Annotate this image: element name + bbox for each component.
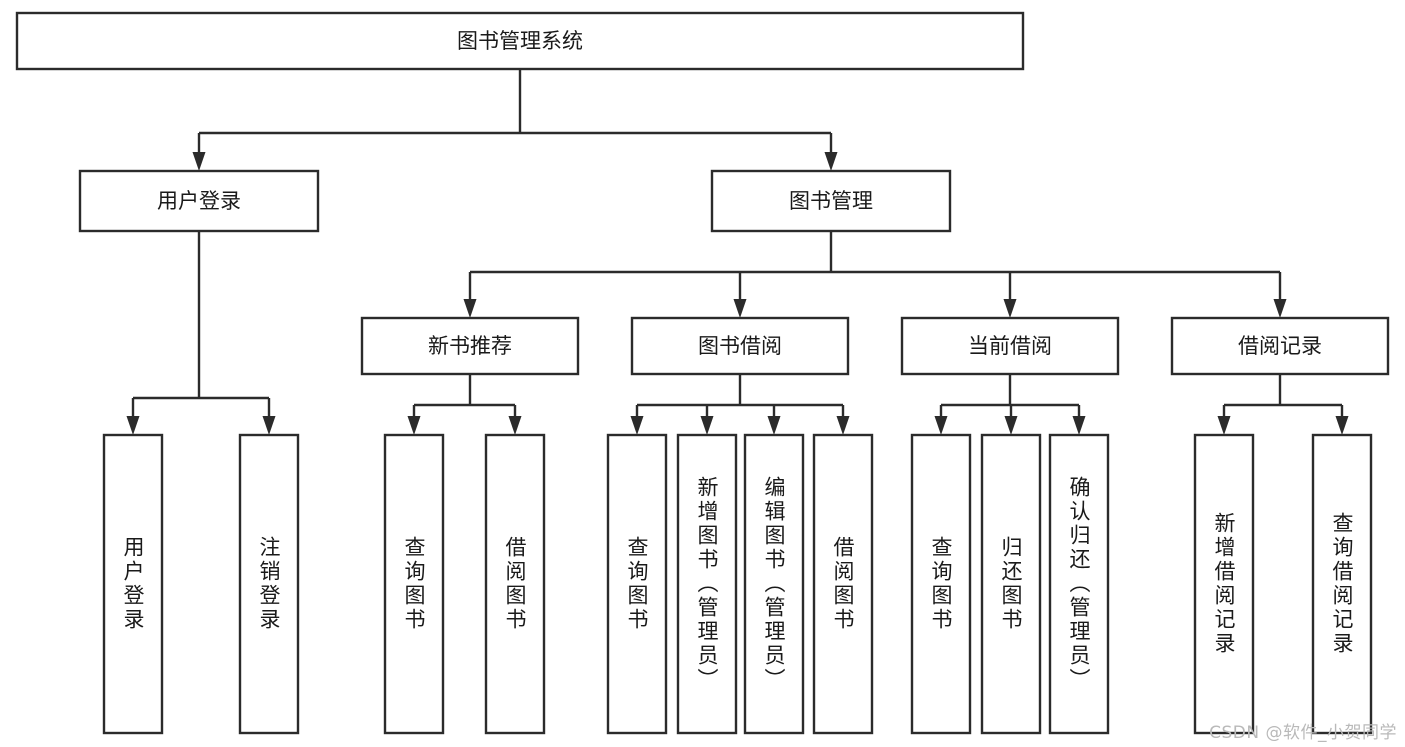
node-box-当前借阅[interactable] <box>900 316 1120 376</box>
leaf-box-查询图书[interactable] <box>910 433 972 735</box>
arrow-head-icon <box>934 416 948 435</box>
leaf-box-借阅图书[interactable] <box>812 433 874 735</box>
node-label-当前借阅: 当前借阅 <box>968 334 1052 358</box>
arrow-head-icon <box>767 416 781 435</box>
arrow-head-icon <box>407 416 421 435</box>
node-box-新书推荐[interactable] <box>360 316 580 376</box>
node-label-新书推荐: 新书推荐 <box>428 334 512 358</box>
root-label-图书管理系统: 图书管理系统 <box>457 29 583 53</box>
arrow-head-icon <box>262 416 276 435</box>
leaf-box-新增借阅记录[interactable] <box>1193 433 1255 735</box>
leaf-box-编辑图书管理员[interactable] <box>743 433 805 735</box>
csdn-watermark: CSDN @软件_小贺同学 <box>1209 723 1397 743</box>
arrow-head-icon <box>824 152 838 171</box>
leaf-box-查询图书[interactable] <box>383 433 445 735</box>
arrow-head-icon <box>1217 416 1231 435</box>
arrow-head-icon <box>1273 299 1287 318</box>
edges-layer <box>126 69 1349 435</box>
leaf-box-用户登录[interactable] <box>102 433 164 735</box>
leaf-box-确认归还管理员[interactable] <box>1048 433 1110 735</box>
node-label-图书借阅: 图书借阅 <box>698 334 782 358</box>
node-box-借阅记录[interactable] <box>1170 316 1390 376</box>
boxes-layer <box>15 11 1390 735</box>
arrow-head-icon <box>700 416 714 435</box>
arrow-head-icon <box>1004 416 1018 435</box>
leaf-box-新增图书管理员[interactable] <box>676 433 738 735</box>
node-label-图书管理: 图书管理 <box>789 189 873 213</box>
arrow-head-icon <box>192 152 206 171</box>
arrow-head-icon <box>1072 416 1086 435</box>
arrow-head-icon <box>1335 416 1349 435</box>
leaf-box-借阅图书[interactable] <box>484 433 546 735</box>
arrow-head-icon <box>630 416 644 435</box>
root-box-图书管理系统[interactable] <box>15 11 1025 71</box>
arrow-head-icon <box>126 416 140 435</box>
leaf-box-注销登录[interactable] <box>238 433 300 735</box>
arrow-head-icon <box>508 416 522 435</box>
arrow-head-icon <box>733 299 747 318</box>
arrow-head-icon <box>836 416 850 435</box>
node-box-图书管理[interactable] <box>710 169 952 233</box>
node-box-图书借阅[interactable] <box>630 316 850 376</box>
leaf-box-归还图书[interactable] <box>980 433 1042 735</box>
leaf-box-查询图书[interactable] <box>606 433 668 735</box>
leaf-box-查询借阅记录[interactable] <box>1311 433 1373 735</box>
node-label-用户登录: 用户登录 <box>157 189 241 213</box>
arrow-head-icon <box>463 299 477 318</box>
arrow-head-icon <box>1003 299 1017 318</box>
node-label-借阅记录: 借阅记录 <box>1238 334 1322 358</box>
node-box-用户登录[interactable] <box>78 169 320 233</box>
